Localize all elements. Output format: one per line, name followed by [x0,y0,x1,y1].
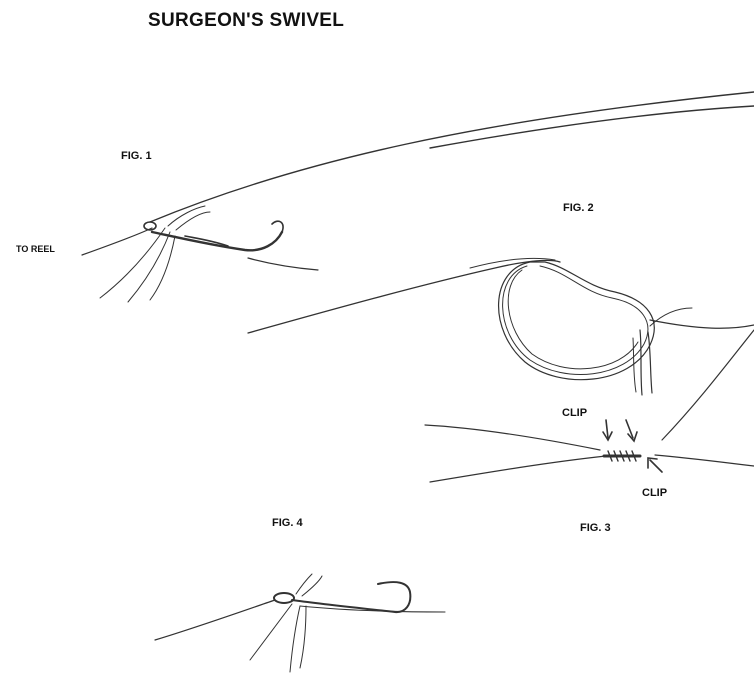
fig1-fly-drawing [82,206,318,302]
fly-line [150,92,754,222]
fig2-loop-drawing [248,258,754,440]
clip-arrows [603,420,662,472]
fig3-knot-drawing [425,425,754,482]
fig4-fly-drawing [155,574,445,672]
